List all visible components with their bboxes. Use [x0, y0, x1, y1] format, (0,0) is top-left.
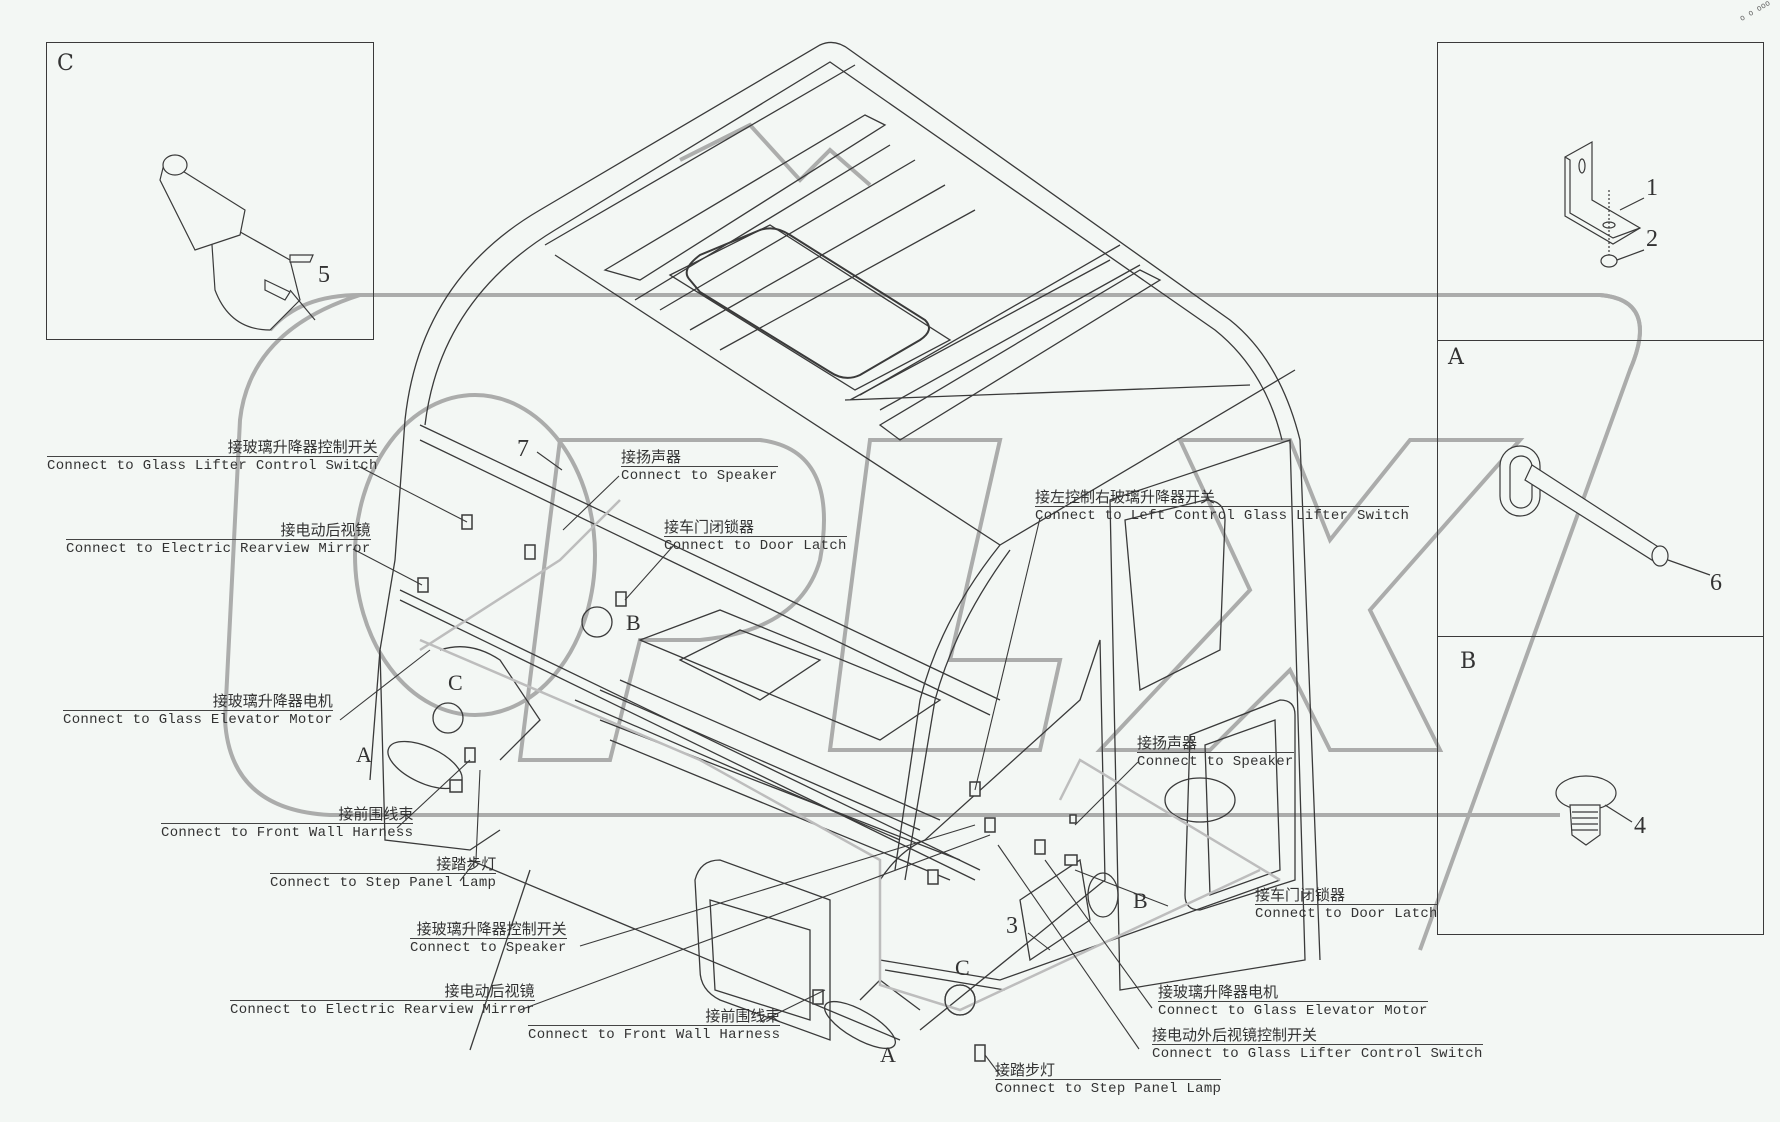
detail-C-part	[159, 154, 316, 331]
label-left-control-glass-lifter-switch: 接左控制右玻璃升降器开关 Connect to Left Control Gla…	[1035, 488, 1410, 524]
detail-box-letter: B	[1460, 649, 1477, 674]
callout-7: 7	[517, 436, 529, 462]
label-electric-rearview-mirror-lower: 接电动后视镜 Connect to Electric Rearview Mirr…	[230, 982, 535, 1018]
detail-box-B: B	[1437, 636, 1764, 935]
view-marker-B-center: B	[626, 610, 641, 635]
part-number-4: 4	[1634, 813, 1646, 839]
detail-box-letter: C	[57, 51, 74, 76]
label-step-panel-lamp-left: 接踏步灯 Connect to Step Panel Lamp	[270, 855, 497, 891]
label-glass-lifter-control-switch-left: 接玻璃升降器控制开关 Connect to Glass Lifter Contr…	[47, 438, 378, 474]
label-step-panel-lamp-bottom: 接踏步灯 Connect to Step Panel Lamp	[995, 1061, 1222, 1097]
label-front-wall-harness-lower: 接前围线束 Connect to Front Wall Harness	[528, 1007, 781, 1043]
detail-box-letter: A	[1448, 345, 1464, 370]
label-speaker-lower: 接玻璃升降器控制开关 Connect to Speaker	[410, 920, 567, 956]
view-marker-A-bottom: A	[880, 1042, 896, 1067]
callout-3: 3	[1006, 913, 1018, 939]
label-speaker-upper: 接扬声器 Connect to Speaker	[621, 448, 778, 484]
label-glass-elevator-motor-left: 接玻璃升降器电机 Connect to Glass Elevator Motor	[63, 692, 333, 728]
part-number-6: 6	[1710, 570, 1722, 596]
label-electric-rearview-mirror-left: 接电动后视镜 Connect to Electric Rearview Mirr…	[66, 521, 371, 557]
view-marker-A-left: A	[356, 742, 372, 767]
cab-body	[369, 41, 1321, 1051]
circle-markers	[387, 606, 1119, 1050]
part-number-2: 2	[1646, 226, 1658, 252]
label-mirror-control-switch-right: 接电动外后视镜控制开关 Connect to Glass Lifter Cont…	[1152, 1026, 1483, 1062]
detail-B-part	[1555, 775, 1633, 846]
label-door-latch-right: 接车门闭锁器 Connect to Door Latch	[1255, 886, 1438, 922]
detail-box-bracket	[1437, 42, 1764, 341]
leader-lines	[339, 451, 1169, 1076]
label-glass-elevator-motor-right: 接玻璃升降器电机 Connect to Glass Elevator Motor	[1158, 983, 1428, 1019]
part-number-1: 1	[1646, 175, 1658, 201]
harness	[419, 499, 1281, 1012]
part-number-5: 5	[318, 262, 330, 288]
view-marker-C-bottom: C	[955, 955, 970, 980]
connectors	[417, 514, 1078, 1062]
label-speaker-right: 接扬声器 Connect to Speaker	[1137, 734, 1294, 770]
watermark	[222, 122, 1642, 951]
label-front-wall-harness-left: 接前围线束 Connect to Front Wall Harness	[161, 805, 414, 841]
detail-box-C: C	[46, 42, 374, 340]
view-marker-C-left: C	[448, 670, 463, 695]
view-marker-B-right: B	[1133, 888, 1148, 913]
label-door-latch-upper: 接车门闭锁器 Connect to Door Latch	[664, 518, 847, 554]
detail-top-part	[1564, 140, 1645, 268]
detail-A-part	[1499, 445, 1711, 576]
